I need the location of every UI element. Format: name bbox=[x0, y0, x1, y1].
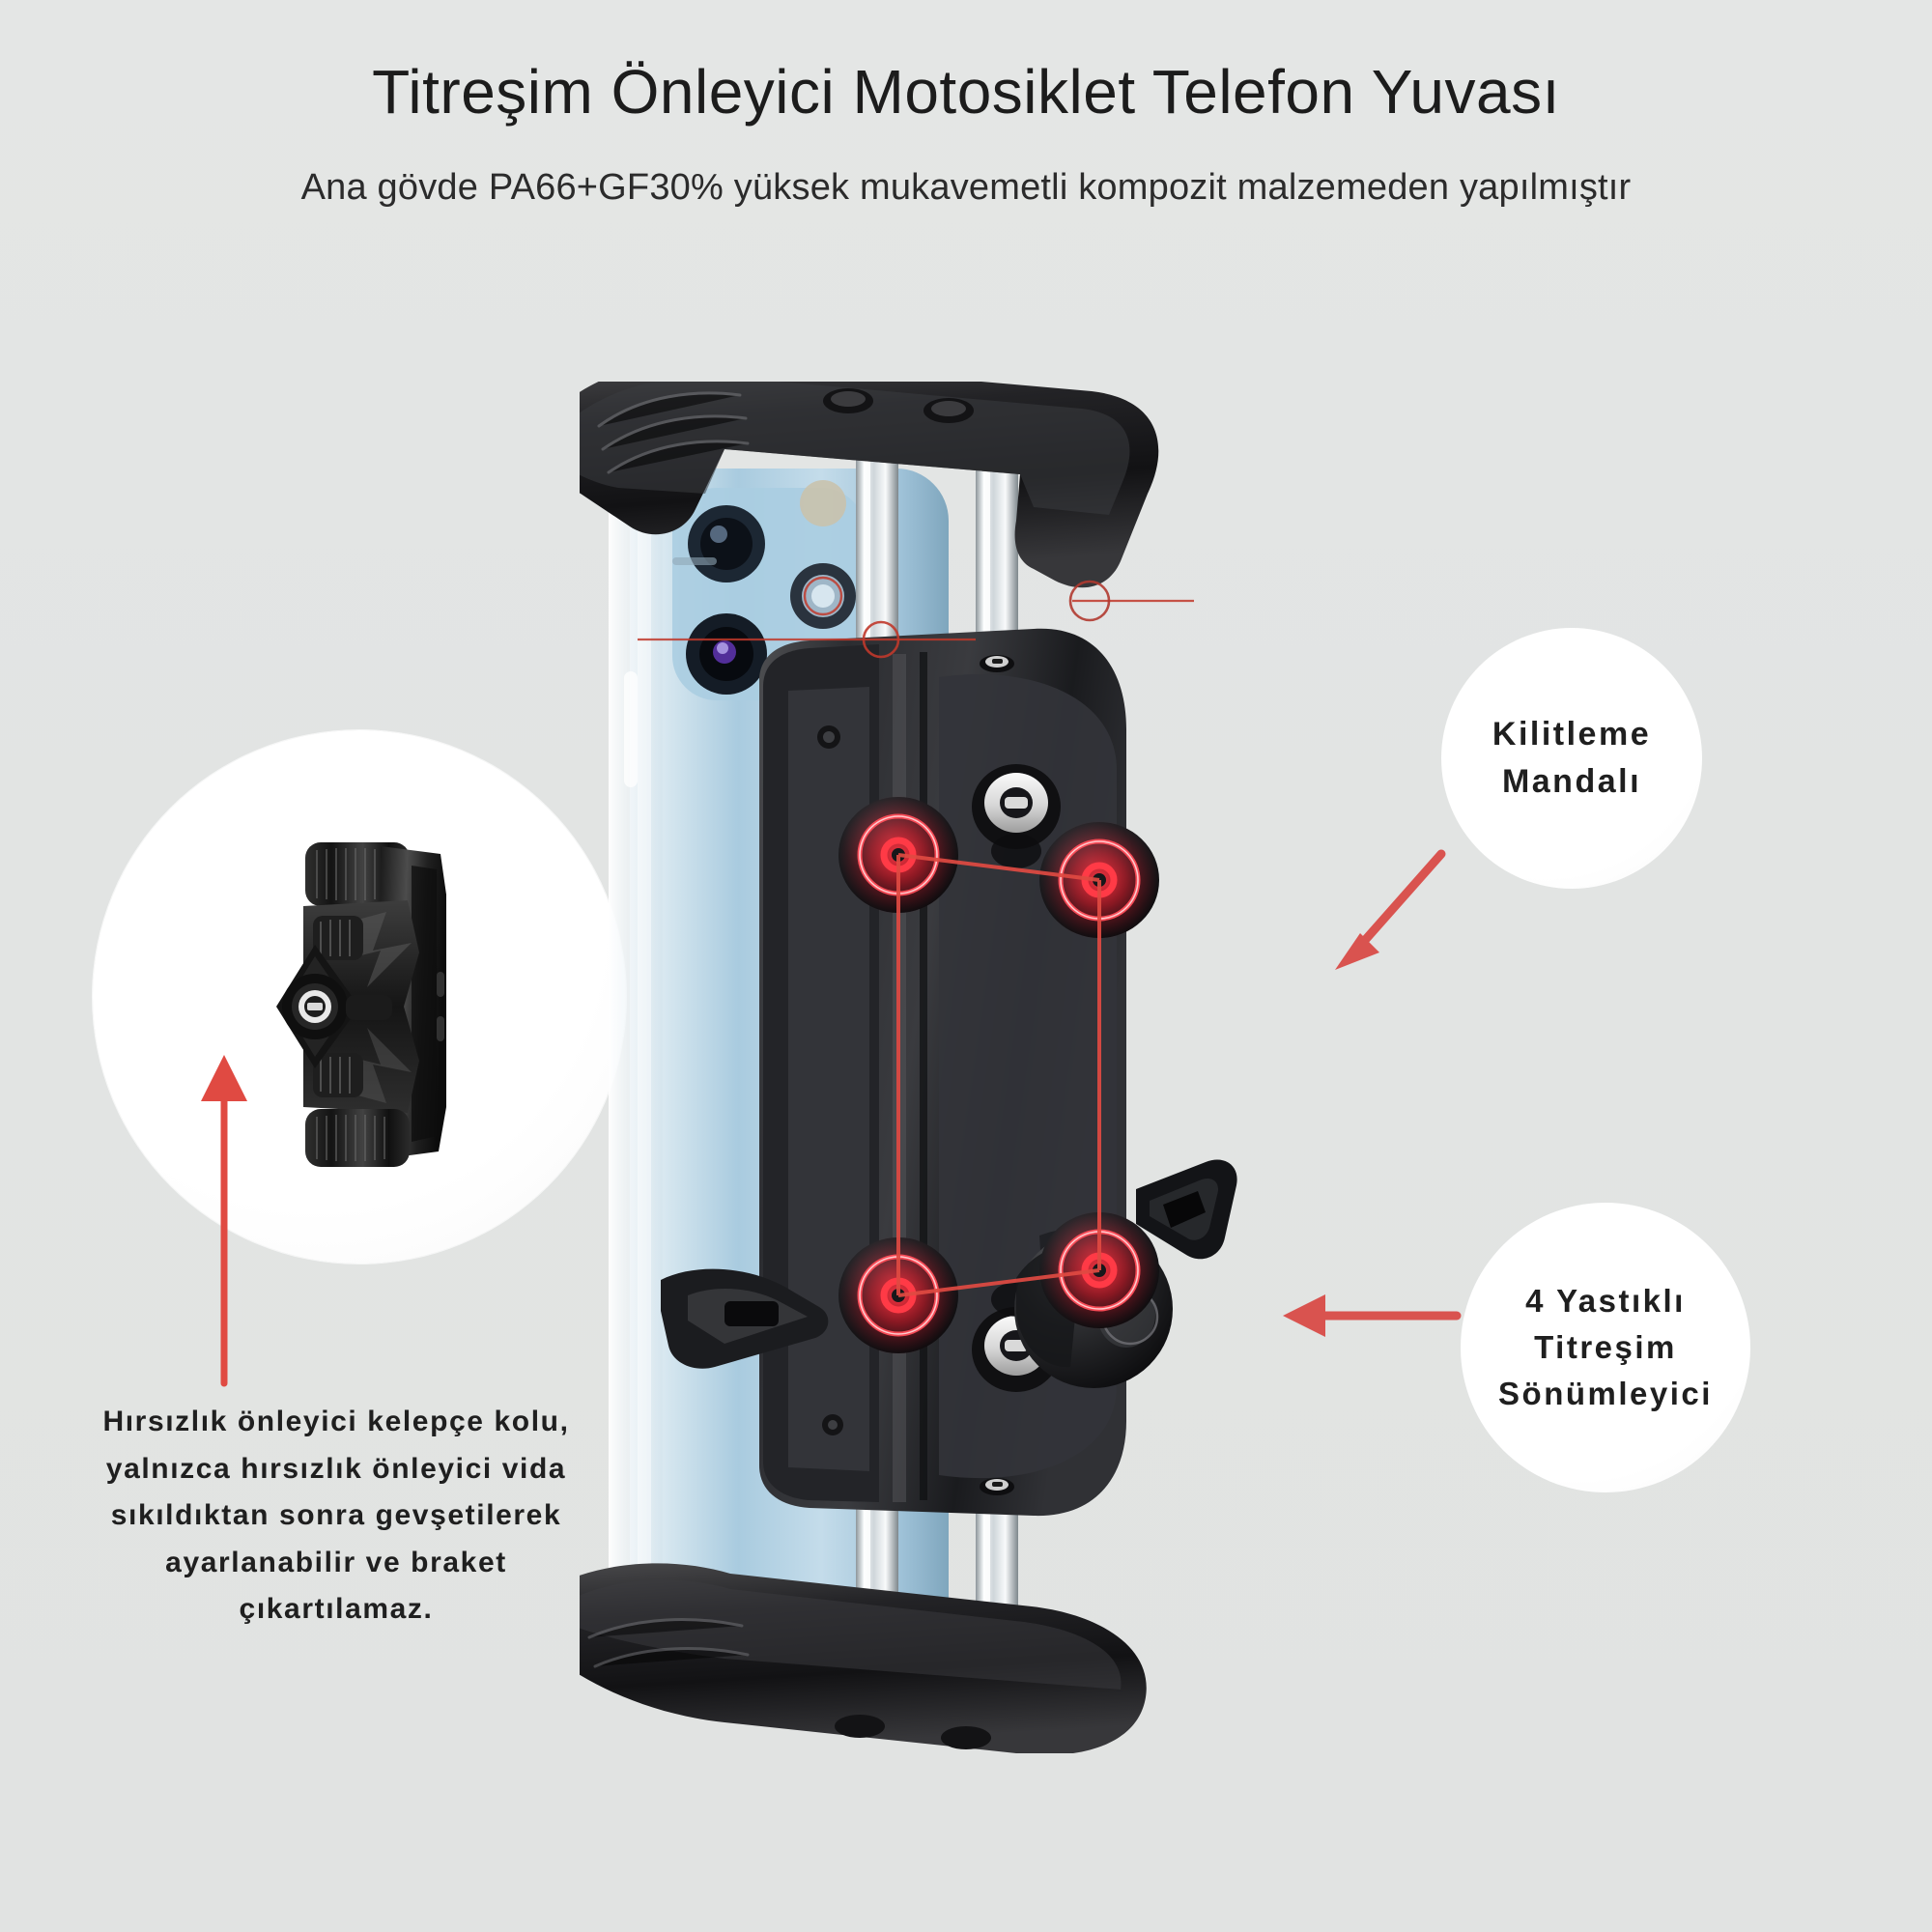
bottom-clamp-arm bbox=[580, 1563, 1147, 1753]
callout-vibration-damper: 4 Yastıklı Titreşim Sönümleyici bbox=[1461, 1203, 1750, 1492]
damper-link-lines bbox=[896, 853, 1101, 1297]
callout-locking-latch-line2: Mandalı bbox=[1501, 763, 1642, 800]
callout-locking-latch-line1: Kilitleme bbox=[1492, 715, 1652, 753]
top-clamp-arm bbox=[580, 382, 1159, 588]
anti-theft-caption-line2: yalnızca hırsızlık önleyici vida bbox=[105, 1452, 567, 1485]
center-screw-upper bbox=[972, 764, 1061, 868]
anti-theft-caption: Hırsızlık önleyici kelepçe kolu, yalnızc… bbox=[27, 1399, 645, 1634]
page-title: Titreşim Önleyici Motosiklet Telefon Yuv… bbox=[372, 57, 1560, 127]
anti-theft-caption-line1: Hırsızlık önleyici kelepçe kolu, bbox=[102, 1406, 570, 1437]
product-illustration bbox=[580, 382, 1237, 1753]
release-lever bbox=[661, 1268, 829, 1369]
clamp-lever-illustration bbox=[276, 842, 446, 1167]
locking-latch bbox=[1136, 1159, 1237, 1260]
anti-theft-caption-line3: sıkıldıktan sonra gevşetilerek bbox=[110, 1499, 562, 1532]
anti-theft-caption-line4: ayarlanabilir ve braket bbox=[165, 1546, 507, 1578]
anti-theft-caption-line5: çıkartılamaz. bbox=[239, 1593, 434, 1626]
body-screw-top bbox=[980, 655, 1014, 672]
vibration-damper-pads bbox=[838, 795, 1159, 1355]
page-header: Titreşim Önleyici Motosiklet Telefon Yuv… bbox=[0, 0, 1932, 209]
callout-locking-latch: Kilitleme Mandalı bbox=[1441, 628, 1702, 889]
inset-detail-circle bbox=[93, 730, 626, 1264]
callout-vibration-damper-line1: 4 Yastıklı bbox=[1525, 1283, 1686, 1320]
body-screw-bottom bbox=[980, 1478, 1014, 1495]
callout-vibration-damper-line2: Titreşim bbox=[1534, 1329, 1677, 1366]
page-subtitle: Ana gövde PA66+GF30% yüksek mukavemetli … bbox=[300, 167, 1632, 209]
callout-vibration-damper-line3: Sönümleyici bbox=[1498, 1375, 1713, 1411]
